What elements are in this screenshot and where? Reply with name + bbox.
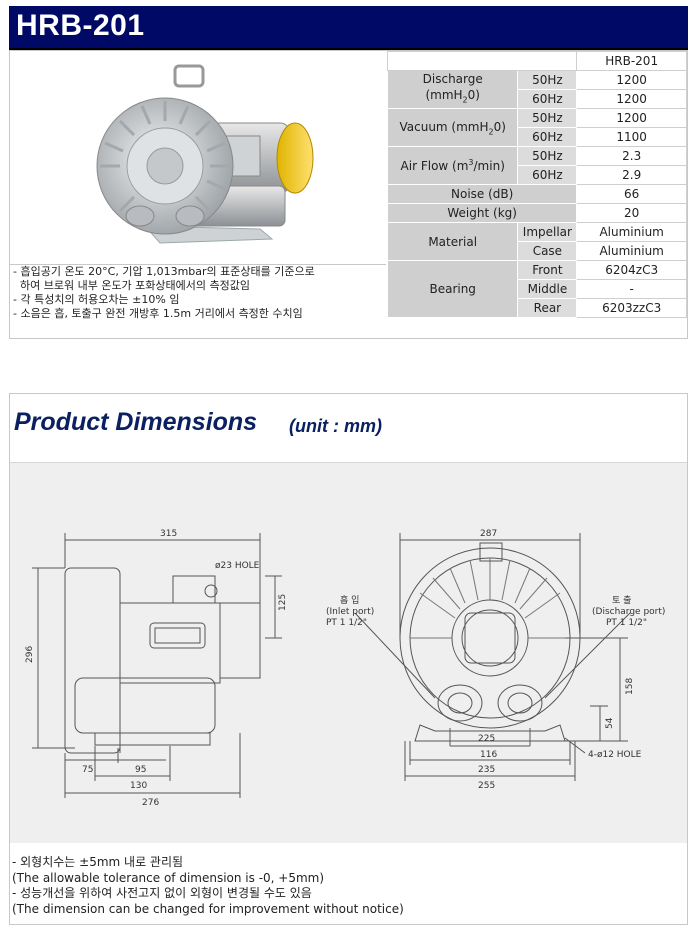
side-hole-label: ø23 HOLE [215, 561, 260, 571]
spec-section: HRB-201 Discharge (mmH20) 50Hz 1200 60Hz… [9, 50, 688, 339]
dim-296: 296 [25, 646, 35, 663]
dim-note: - 성능개선을 위하여 사전고지 없이 외형이 변경될 수도 있음 [12, 886, 312, 900]
discharge-en: (Discharge port) [592, 607, 665, 617]
inlet-kr: 흡 입 [340, 594, 359, 606]
spec-notes: - 흡입공기 온도 20°C, 기압 1,013mbar의 표준상태를 기준으로… [10, 264, 386, 337]
noise-value: 66 [576, 184, 687, 205]
airflow-60hz-value: 2.9 [576, 165, 687, 186]
dimension-drawing: 315 ø23 HOLE 125 296 75 95 130 276 287 흡… [10, 463, 687, 843]
weight-label: Weight (kg) [386, 203, 578, 224]
discharge-60hz-value: 1200 [576, 89, 687, 110]
bearing-middle-label: Middle [517, 279, 578, 300]
dim-287: 287 [480, 529, 497, 539]
vacuum-label: Vacuum (mmH20) [386, 108, 519, 148]
case-label: Case [517, 241, 578, 262]
weight-value: 20 [576, 203, 687, 224]
spec-corner [386, 51, 578, 71]
dim-225: 225 [478, 734, 495, 744]
dimension-notes: - 외형치수는 ±5mm 내로 관리됨 (The allowable toler… [10, 843, 687, 923]
model-title-bar: HRB-201 [9, 6, 688, 50]
vacuum-50hz-label: 50Hz [517, 108, 578, 129]
front-hole-label: 4-ø12 HOLE [588, 750, 642, 760]
discharge-label: Discharge (mmH20) [386, 69, 519, 110]
dim-note: - 외형치수는 ±5mm 내로 관리됨 [12, 855, 184, 869]
spec-table: HRB-201 Discharge (mmH20) 50Hz 1200 60Hz… [386, 51, 687, 319]
dimensions-section: Product Dimensions (unit : mm) [9, 393, 688, 925]
product-photo [10, 51, 386, 261]
spec-note: 하여 브로워 내부 온도가 포화상태에서의 측정값임 [13, 279, 250, 292]
dim-255: 255 [478, 781, 495, 791]
bearing-front-value: 6204zC3 [576, 260, 687, 281]
dim-130: 130 [130, 781, 147, 791]
dim-276: 276 [142, 798, 159, 808]
discharge-50hz-label: 50Hz [517, 69, 578, 91]
material-label: Material [386, 222, 519, 262]
airflow-50hz-label: 50Hz [517, 146, 578, 167]
vacuum-50hz-value: 1200 [576, 108, 687, 129]
dim-note: (The dimension can be changed for improv… [12, 901, 404, 916]
bearing-rear-label: Rear [517, 298, 578, 319]
inlet-en: (Inlet port) [326, 607, 374, 617]
side-view [32, 533, 282, 798]
inlet-pt: PT 1 1/2" [326, 618, 367, 628]
dimensions-title: Product Dimensions [14, 408, 258, 436]
spec-note: - 흡입공기 온도 20°C, 기압 1,013mbar의 표준상태를 기준으로 [13, 265, 315, 278]
technical-drawing: 315 ø23 HOLE 125 296 75 95 130 276 287 흡… [25, 529, 665, 808]
front-view [354, 533, 631, 781]
discharge-pt: PT 1 1/2" [606, 618, 647, 628]
airflow-50hz-value: 2.3 [576, 146, 687, 167]
dim-315: 315 [160, 529, 177, 539]
dim-54: 54 [605, 717, 615, 729]
dimensions-header: Product Dimensions (unit : mm) [10, 394, 687, 463]
discharge-50hz-value: 1200 [576, 69, 687, 91]
dim-note: (The allowable tolerance of dimension is… [12, 870, 325, 885]
bearing-rear-value: 6203zzC3 [576, 298, 687, 319]
model-header: HRB-201 [576, 51, 687, 71]
spec-note: - 소음은 흡, 토출구 완전 개방후 1.5m 거리에서 측정한 수치임 [13, 307, 303, 320]
ring-blower-image [96, 64, 314, 244]
model-title: HRB-201 [16, 9, 145, 42]
discharge-60hz-label: 60Hz [517, 89, 578, 110]
impellar-label: Impellar [517, 222, 578, 243]
spec-note: - 각 특성치의 허용오차는 ±10% 임 [13, 293, 180, 306]
dim-158: 158 [625, 678, 635, 695]
bearing-middle-value: - [576, 279, 687, 300]
bearing-front-label: Front [517, 260, 578, 281]
airflow-60hz-label: 60Hz [517, 165, 578, 186]
dim-125: 125 [278, 594, 288, 611]
dim-235: 235 [478, 765, 495, 775]
airflow-label: Air Flow (m3/min) [386, 146, 519, 186]
dimensions-unit: (unit : mm) [289, 416, 382, 436]
case-value: Aluminium [576, 241, 687, 262]
vacuum-60hz-label: 60Hz [517, 127, 578, 148]
bearing-label: Bearing [386, 260, 519, 319]
noise-label: Noise (dB) [386, 184, 578, 205]
dim-116: 116 [480, 750, 497, 760]
vacuum-60hz-value: 1100 [576, 127, 687, 148]
impellar-value: Aluminium [576, 222, 687, 243]
dim-95: 95 [135, 765, 146, 775]
discharge-kr: 토 출 [612, 595, 631, 606]
dim-75: 75 [82, 765, 93, 775]
